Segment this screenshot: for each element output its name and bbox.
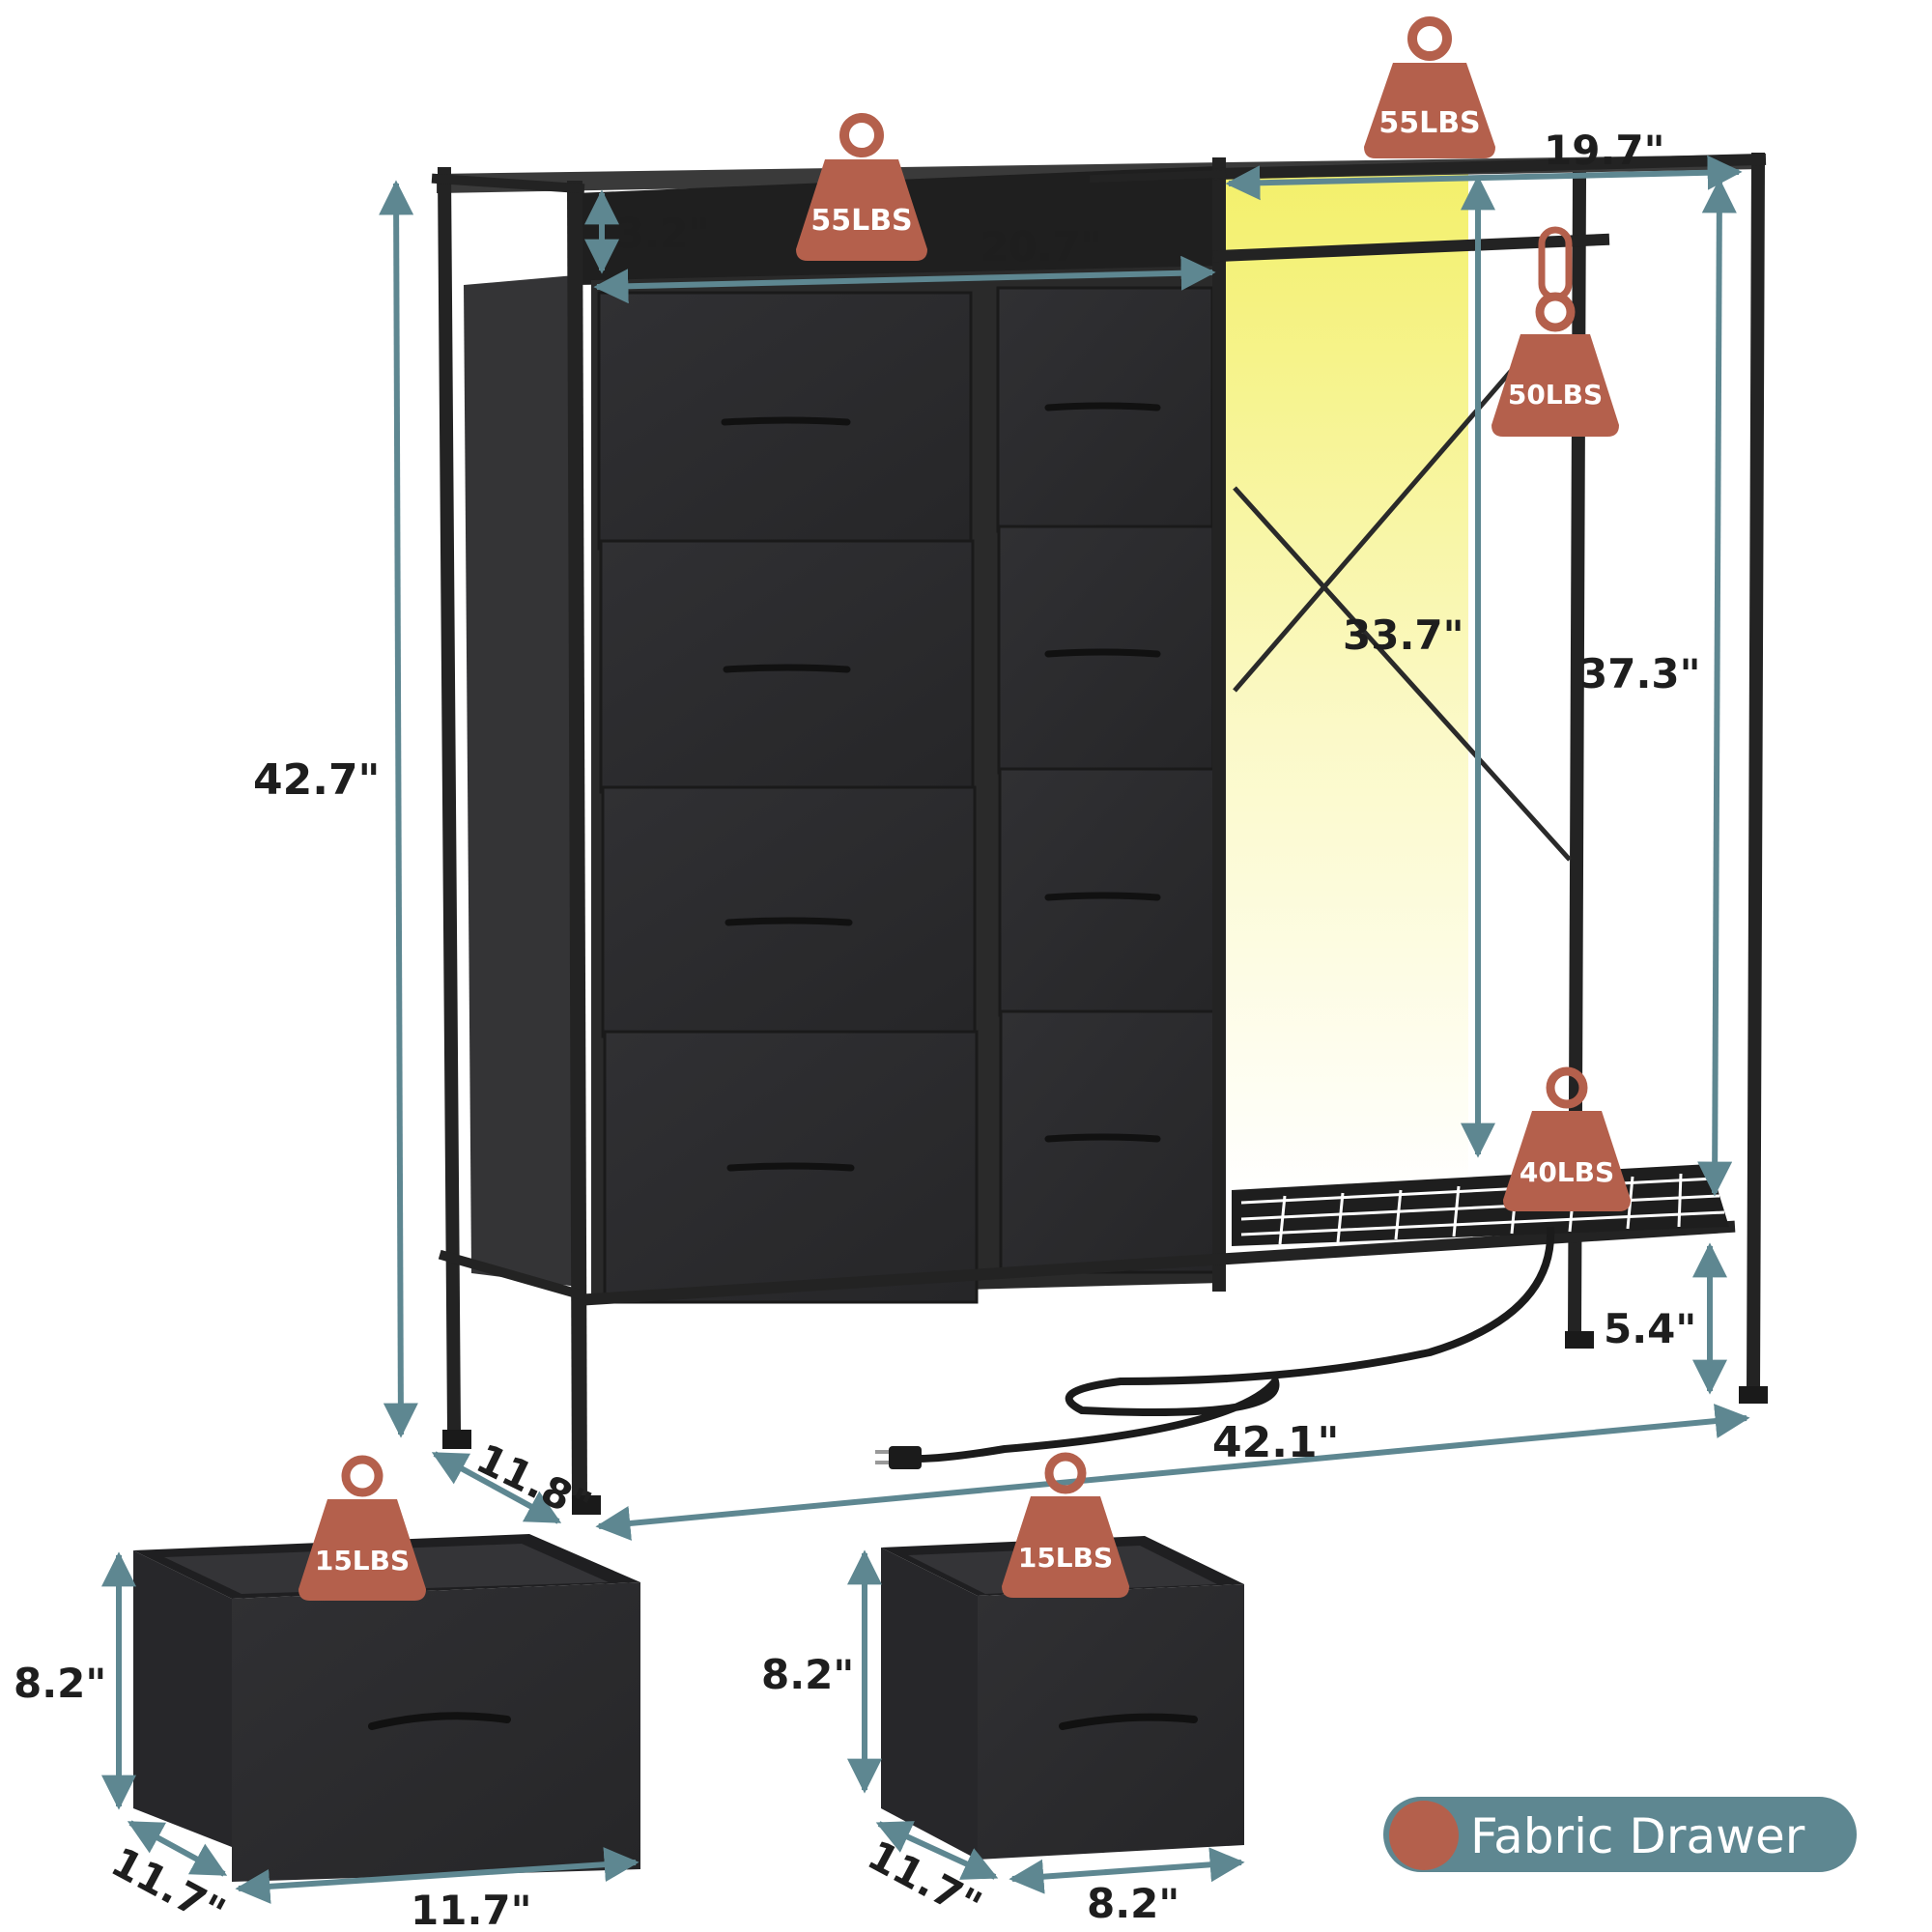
height-label: 42.7": [253, 755, 380, 805]
open-section-width-label: 19.7": [1544, 127, 1665, 174]
drawer-handle[interactable]: [368, 1712, 511, 1730]
drawer[interactable]: [999, 1009, 1217, 1274]
outer-height-label: 37.3": [1579, 650, 1701, 697]
height-dimension-line: [379, 180, 418, 1438]
weight-badge-hanging-rod: 50LBS: [1492, 226, 1619, 437]
large-drawer-depth-label: 11.7": [103, 1838, 233, 1932]
drawer-handle[interactable]: [1044, 402, 1161, 412]
weight-badge-bottom-shelf: 40LBS: [1503, 1066, 1631, 1211]
drawer[interactable]: [998, 767, 1216, 1017]
drawer-handle[interactable]: [1044, 892, 1161, 901]
drawer-handle[interactable]: [721, 416, 851, 426]
legend-label: Fabric Drawer: [1470, 1808, 1805, 1864]
outer-height-dimension-line: [1697, 178, 1737, 1197]
weight-icon: [1364, 63, 1495, 158]
weight-badge-small-drawer: 15LBS: [1002, 1452, 1129, 1598]
large-drawer-width-label: 11.7": [411, 1887, 532, 1932]
weight-icon: [298, 1499, 426, 1601]
fabric-drawer-legend: Fabric Drawer: [1383, 1797, 1857, 1872]
weight-icon: [1503, 1111, 1631, 1211]
large-drawer-height-label: 8.2": [14, 1660, 106, 1707]
top-shelf-height-label: 3.2": [616, 210, 709, 257]
weight-icon: [1002, 1496, 1129, 1598]
drawer-width-dimension-line: [593, 255, 1216, 304]
drawer-section-width-label: 20.7": [980, 223, 1102, 270]
drawer[interactable]: [996, 286, 1214, 533]
small-drawer-height-label: 8.2": [761, 1651, 854, 1698]
weight-icon: [796, 159, 927, 261]
svg-text:55LBS: 55LBS: [810, 204, 912, 238]
svg-text:50LBS: 50LBS: [1508, 379, 1603, 411]
bottom-clearance-label: 5.4": [1604, 1305, 1696, 1352]
plug-icon: [875, 1446, 922, 1469]
weight-badge-large-drawer: 15LBS: [298, 1455, 426, 1601]
svg-text:15LBS: 15LBS: [315, 1545, 410, 1577]
total-width-label: 42.1": [1212, 1418, 1339, 1467]
dresser: [431, 152, 1768, 1515]
dresser-feet[interactable]: [442, 1331, 1768, 1515]
inner-height-label: 33.7": [1343, 611, 1464, 659]
weight-circle-icon: [1389, 1801, 1459, 1870]
weight-icon: [1492, 334, 1619, 437]
weight-badge-top-left: 55LBS: [796, 113, 927, 261]
left-side-panel: [464, 275, 578, 1287]
drawer[interactable]: [603, 1030, 979, 1304]
svg-text:55LBS: 55LBS: [1378, 106, 1480, 140]
small-fabric-drawer: [881, 1536, 1244, 1860]
drawer-handle[interactable]: [1044, 648, 1161, 658]
large-drawer-dimensions: [101, 1551, 639, 1904]
drawer-handle[interactable]: [723, 664, 851, 673]
svg-text:15LBS: 15LBS: [1018, 1542, 1113, 1574]
drawer-handle[interactable]: [1059, 1713, 1198, 1730]
small-drawer-width-label: 8.2": [1087, 1880, 1179, 1927]
weight-badge-top-right: 55LBS: [1364, 16, 1495, 158]
drawer-handle[interactable]: [724, 917, 853, 926]
drawer-handle[interactable]: [726, 1162, 855, 1172]
drawer-column-right: [996, 286, 1217, 1274]
drawer[interactable]: [601, 785, 977, 1038]
drawer-handle[interactable]: [1044, 1133, 1161, 1143]
dimension-lines: [379, 155, 1750, 1541]
depth-dimension-line: [431, 1451, 562, 1524]
svg-text:40LBS: 40LBS: [1520, 1156, 1614, 1188]
drawer-column-left: [597, 291, 979, 1304]
total-width-dimension-line: [595, 1404, 1750, 1541]
small-drawer-dimensions: [847, 1549, 1245, 1894]
